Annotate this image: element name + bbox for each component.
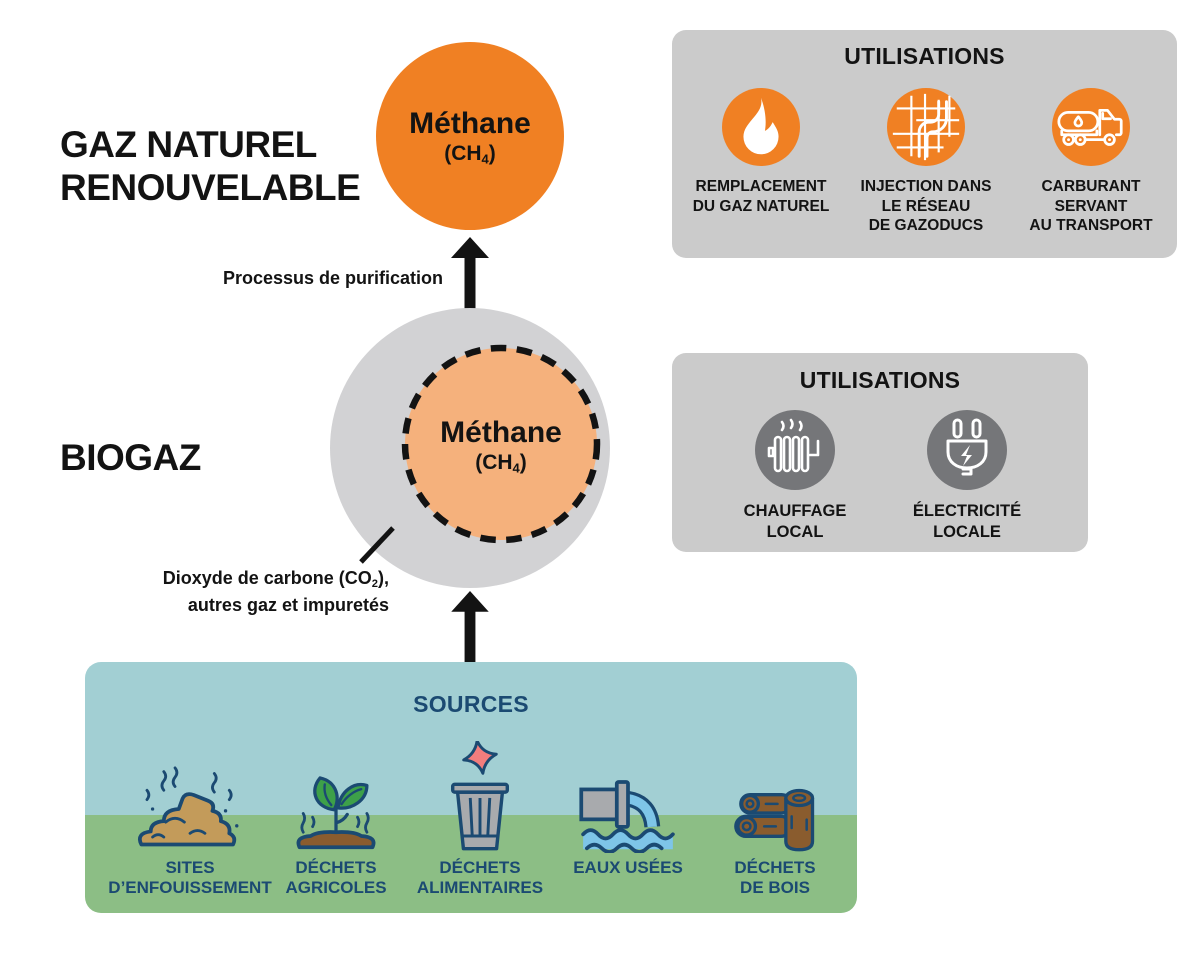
- co2-post: ),: [378, 568, 389, 588]
- source-label-line: DÉCHETS: [295, 858, 377, 877]
- use-local-heating: CHAUFFAGE LOCAL: [705, 410, 885, 543]
- use-label-line: DU GAZ NATUREL: [692, 197, 830, 215]
- flame-icon: [743, 97, 779, 155]
- rng-uses-panel: UTILISATIONS REMPLACEMENT DU GAZ NATUREL: [672, 30, 1177, 258]
- use-label: ÉLECTRICITÉ LOCALE: [877, 501, 1057, 543]
- radiator-icon: [767, 418, 820, 473]
- formula-sub: 4: [512, 460, 520, 476]
- source-label-line: EAUX USÉES: [573, 858, 683, 877]
- pipeline-icon: [892, 93, 960, 161]
- rng-heading-line1: GAZ NATUREL: [60, 124, 317, 165]
- methane-dashed-circle: [401, 344, 601, 544]
- co2-label-line2: autres gaz et impuretés: [187, 595, 389, 616]
- use-label-line: CARBURANT: [1041, 178, 1141, 195]
- plug-icon-circle: [927, 410, 1007, 490]
- formula-sub: 4: [481, 151, 489, 167]
- radiator-icon-circle: [755, 410, 835, 490]
- co2-sub: 2: [371, 578, 378, 591]
- source-label-line: DÉCHETS: [734, 858, 816, 877]
- use-label-line: DE GAZODUCS: [868, 217, 984, 234]
- source-label-line: ALIMENTAIRES: [416, 877, 544, 897]
- use-label-line: LE RÉSEAU: [881, 197, 971, 215]
- methane-biogaz-label-group: Méthane (CH4): [396, 339, 606, 549]
- wood-logs-icon: [734, 788, 815, 852]
- biogaz-uses-title: UTILISATIONS: [799, 367, 961, 393]
- source-label-wood: DÉCHETS DE BOIS: [690, 858, 860, 897]
- methane-rng-name: Méthane: [409, 107, 531, 141]
- co2-label: Dioxyde de carbone (CO2), autres gaz et …: [163, 568, 389, 616]
- source-label-agricultural: DÉCHETS AGRICOLES: [251, 858, 421, 897]
- sprout-icon: [296, 776, 376, 850]
- use-label: CARBURANT SERVANT AU TRANSPORT: [1011, 177, 1171, 236]
- use-label: CHAUFFAGE LOCAL: [705, 501, 885, 543]
- use-pipeline-injection: INJECTION DANS LE RÉSEAU DE GAZODUCS: [846, 88, 1006, 236]
- source-label-landfill: SITES D’ENFOUISSEMENT: [105, 858, 275, 897]
- use-label: REMPLACEMENT DU GAZ NATUREL: [681, 177, 841, 216]
- purification-label: Processus de purification: [222, 268, 443, 288]
- trash-can-icon: [450, 741, 510, 851]
- use-label: INJECTION DANS LE RÉSEAU DE GAZODUCS: [846, 177, 1006, 236]
- use-label-line: ÉLECTRICITÉ: [912, 502, 1022, 520]
- co2-label-line1: Dioxyde de carbone (CO2),: [163, 568, 389, 595]
- sources-arrow-icon: [451, 591, 489, 663]
- formula-post: ): [488, 142, 496, 166]
- source-wastewater: [543, 733, 713, 853]
- use-label-line: SERVANT: [1054, 197, 1128, 215]
- use-transport-fuel: CARBURANT SERVANT AU TRANSPORT: [1011, 88, 1171, 236]
- methane-rng-circle: Méthane (CH4): [376, 42, 564, 230]
- methane-biogaz-name: Méthane: [440, 416, 562, 450]
- source-landfill: [105, 733, 275, 853]
- use-local-electricity: ÉLECTRICITÉ LOCALE: [877, 410, 1057, 543]
- use-label-line: INJECTION DANS: [860, 178, 992, 195]
- rng-uses-title: UTILISATIONS: [844, 43, 1005, 69]
- biogaz-uses-panel: UTILISATIONS CHAUFFAGE LOC: [672, 353, 1088, 552]
- sources-title: SOURCES: [413, 691, 529, 717]
- sewage-pipe-icon: [579, 780, 675, 853]
- use-label-line: REMPLACEMENT: [695, 178, 827, 195]
- use-label-line: LOCALE: [933, 523, 1001, 541]
- source-agricultural: [251, 733, 421, 853]
- tanker-truck-icon-circle: [1052, 88, 1130, 166]
- use-label-line: LOCAL: [766, 523, 824, 541]
- source-label-line: SITES: [165, 858, 215, 877]
- use-replace-natural-gas: REMPLACEMENT DU GAZ NATUREL: [681, 88, 841, 216]
- methane-rng-formula: (CH4): [444, 141, 496, 173]
- methane-biogaz-formula: (CH4): [475, 450, 527, 482]
- source-label-line: DÉCHETS: [439, 858, 521, 877]
- landfill-pile-icon: [137, 766, 239, 847]
- source-wood: [690, 733, 860, 853]
- plug-icon: [946, 418, 988, 476]
- pipeline-icon-circle: [887, 88, 965, 166]
- source-label-line: DE BOIS: [740, 877, 810, 897]
- formula-post: ): [519, 451, 527, 475]
- use-label-line: AU TRANSPORT: [1029, 217, 1153, 234]
- source-food: [395, 733, 565, 853]
- rng-heading: GAZ NATUREL RENOUVELABLE: [60, 123, 361, 209]
- use-label-line: CHAUFFAGE: [743, 502, 847, 520]
- purification-arrow-icon: [451, 237, 489, 310]
- source-label-wastewater: EAUX USÉES: [543, 858, 713, 878]
- source-label-line: D’ENFOUISSEMENT: [108, 877, 272, 897]
- source-label-food: DÉCHETS ALIMENTAIRES: [395, 858, 565, 897]
- biogaz-heading: BIOGAZ: [60, 437, 201, 478]
- tanker-truck-icon: [1057, 109, 1123, 146]
- sources-panel: SOURCES: [85, 662, 857, 913]
- co2-callout-line: [359, 526, 395, 564]
- rng-heading-line2: RENOUVELABLE: [60, 167, 361, 208]
- formula-pre: (CH: [444, 142, 482, 166]
- source-label-line: AGRICOLES: [285, 877, 387, 897]
- co2-pre: Dioxyde de carbone (CO: [162, 568, 372, 588]
- flame-icon-circle: [722, 88, 800, 166]
- formula-pre: (CH: [475, 451, 513, 475]
